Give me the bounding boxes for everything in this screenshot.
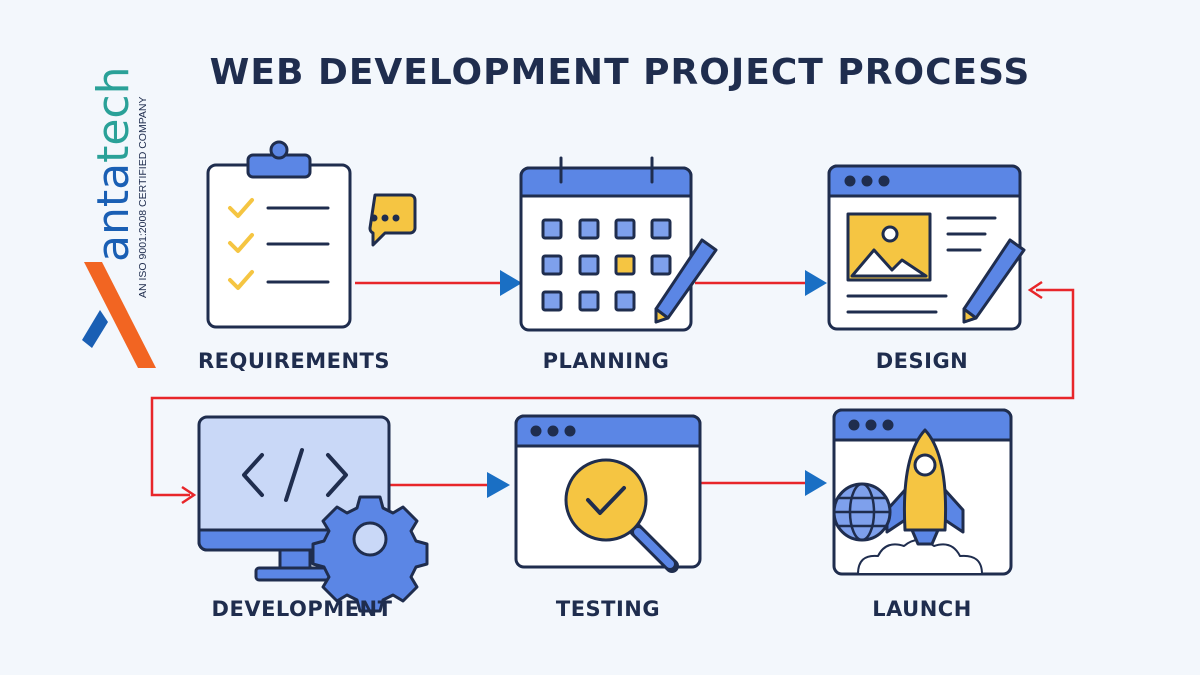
arrowhead-blue (805, 270, 827, 296)
step-label-launch: LAUNCH (872, 597, 972, 621)
calendar-pencil-icon (519, 156, 718, 332)
arrowhead-blue (805, 470, 827, 496)
step-label-design: DESIGN (875, 349, 969, 373)
browser-magnifier-check-icon (514, 414, 702, 573)
logo-x-orange-stroke (84, 262, 156, 368)
step-label-development: DEVELOPMENT (211, 597, 393, 621)
page-title: WEB DEVELOPMENT PROJECT PROCESS (209, 52, 1031, 93)
step-label-planning: PLANNING (542, 349, 670, 373)
connector-3 (150, 288, 1075, 497)
logo-tagline: AN ISO 9001:2008 CERTIFIED COMPANY (137, 96, 149, 298)
arrowhead-blue (487, 472, 510, 498)
step-label-requirements: REQUIREMENTS (197, 349, 391, 373)
arrowhead-red (1027, 280, 1043, 300)
logo-wordmark: antatech (88, 67, 139, 262)
logo: antatech AN ISO 9001:2008 CERTIFIED COMP… (82, 67, 156, 368)
logo-x-blue-stroke (82, 310, 108, 348)
browser-design-icon (827, 164, 1026, 331)
browser-rocket-icon (832, 408, 1013, 576)
connectors (150, 281, 1075, 497)
step-label-testing: TESTING (555, 597, 661, 621)
monitor-code-gear-icon (197, 415, 429, 613)
clipboard-checklist-icon (206, 140, 417, 329)
arrowhead-blue (500, 270, 522, 296)
arrowhead-red (181, 485, 197, 505)
